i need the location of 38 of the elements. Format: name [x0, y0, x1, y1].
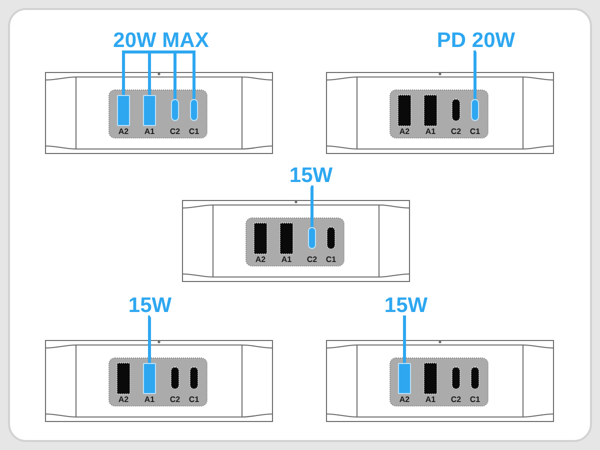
usb-port [190, 99, 198, 121]
power-label: 15W [128, 295, 172, 317]
usb-port [117, 95, 130, 126]
port-label: C1 [188, 395, 200, 404]
leader-line [148, 50, 161, 95]
usb-port [171, 99, 179, 121]
leader-line [474, 50, 477, 99]
port-label: A2 [118, 395, 129, 404]
leader-line [403, 316, 406, 363]
leader-line [310, 186, 314, 227]
port-label: C1 [188, 127, 200, 136]
port-label: A2 [399, 395, 410, 404]
port-label: A1 [144, 395, 155, 404]
port-label: A2 [255, 255, 266, 264]
port-label: C1 [470, 395, 480, 404]
power-label: 20W MAX [113, 30, 209, 52]
usb-port [398, 363, 411, 394]
usb-port [143, 363, 156, 394]
port-label: A1 [281, 255, 292, 264]
port-label: C1 [470, 127, 480, 136]
port-label: A2 [399, 127, 410, 136]
port-label: A1 [425, 127, 436, 136]
power-label: 15W [384, 295, 428, 317]
port-label: C2 [450, 395, 462, 404]
power-label: PD 20W [436, 30, 516, 52]
power-label: 15W [289, 165, 333, 187]
usb-port [308, 227, 316, 249]
port-label: C1 [326, 255, 336, 264]
usb-port [143, 95, 156, 126]
port-label: C2 [450, 127, 462, 136]
port-label: A2 [118, 127, 129, 136]
port-label: C2 [170, 127, 180, 136]
leader-line [148, 316, 152, 363]
usb-port [471, 99, 479, 121]
port-label: C2 [170, 395, 180, 404]
port-label: C2 [306, 255, 318, 264]
port-label: A1 [144, 127, 155, 136]
port-label: A1 [425, 395, 436, 404]
